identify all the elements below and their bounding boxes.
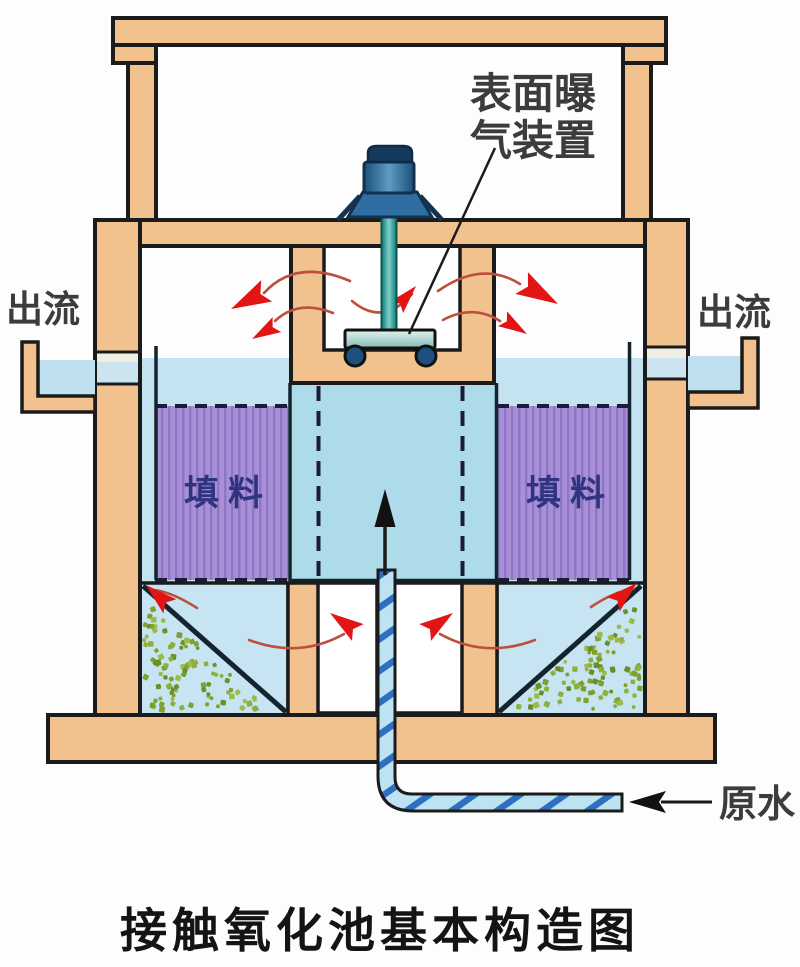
aerator-skirt <box>345 190 435 219</box>
filler-block-left: 填料 <box>155 406 288 580</box>
page-title: 接触氧化池基本构造图 <box>120 906 640 958</box>
label-raw-water: 原水 <box>719 784 796 826</box>
sediment-zone-left <box>138 581 290 717</box>
bottom-opening-left <box>316 581 379 715</box>
label-outflow-right: 出流 <box>697 292 771 334</box>
draft-tube-dashed-lines <box>316 386 465 577</box>
outflow-trough-right <box>686 336 760 410</box>
aerator-motor-cap <box>366 144 414 164</box>
inlet-pipe <box>376 568 624 813</box>
filler-block-borders <box>155 404 630 582</box>
bottom-opening-right <box>391 581 464 715</box>
impeller-wheel-left <box>343 344 367 368</box>
outflow-port-left <box>95 350 140 386</box>
tank-wall-right <box>643 218 690 717</box>
label-aerator-line1: 表面曝 <box>470 71 596 118</box>
label-aerator-line2: 气装置 <box>470 118 596 165</box>
filler-block-right: 填料 <box>497 406 630 580</box>
gantry-frame <box>111 16 668 222</box>
upflow-arrow-icon <box>374 489 396 575</box>
flow-arrows <box>139 270 644 650</box>
outflow-port-right <box>645 345 688 381</box>
sludge-slope-left <box>141 584 288 714</box>
surface-aerator <box>336 144 444 368</box>
sludge-slope-right <box>497 584 643 714</box>
outflow-trough-left <box>20 340 97 414</box>
filler-label-left: 填料 <box>184 474 272 513</box>
impeller-wheel-right <box>414 344 438 368</box>
label-outflow-left: 出流 <box>6 289 80 331</box>
aerator-leg-right <box>418 194 444 222</box>
sediment-dots-left <box>141 606 259 713</box>
raw-water-arrow-icon <box>629 791 712 813</box>
aerator-leg-left <box>336 194 362 222</box>
aerator-motor-icon <box>362 160 416 195</box>
aerator-impeller <box>343 328 437 350</box>
tank-wall-left <box>93 218 142 717</box>
sediment-dots-right <box>515 607 643 711</box>
callout-line <box>407 147 497 335</box>
filler-label-right: 填料 <box>526 474 614 513</box>
aerator-shaft <box>380 199 398 337</box>
